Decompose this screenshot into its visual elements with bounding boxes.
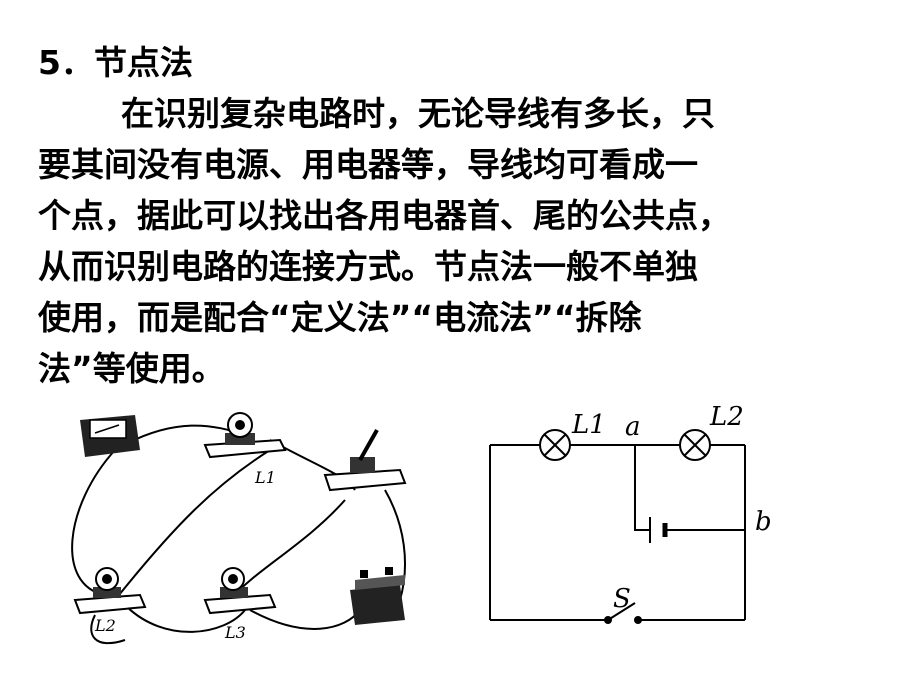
- wire: [71, 449, 116, 596]
- switch-symbol-icon: [604, 602, 642, 624]
- wire: [124, 604, 246, 633]
- section-heading: 5．节点法: [38, 43, 193, 82]
- paragraph: 在识别复杂电路时，无论导线有多长，只 要其间没有电源、用电器等，导线均可看成一 …: [38, 88, 848, 394]
- wire: [90, 614, 126, 645]
- label-b: b: [755, 507, 772, 537]
- paragraph-line: 个点，据此可以找出各用电器首、尾的公共点，: [38, 196, 731, 235]
- physical-circuit-figure: L1 L2 L3: [71, 412, 407, 645]
- bulb-l1-icon: [203, 412, 287, 459]
- ammeter-icon: [80, 415, 140, 457]
- schematic-circuit-figure: L1 L2 a b S: [489, 402, 772, 624]
- label-l2: L2: [94, 616, 116, 635]
- lamp-l2-icon: [679, 429, 711, 461]
- wire: [114, 449, 271, 601]
- label-l2: L2: [709, 402, 744, 432]
- wire: [249, 609, 361, 630]
- paragraph-line: 使用，而是配合“定义法”“电流法”“拆除: [38, 298, 642, 337]
- battery-icon: [350, 567, 405, 625]
- battery-symbol-icon: [649, 517, 668, 543]
- wire: [384, 489, 406, 601]
- paragraph-line: 在识别复杂电路时，无论导线有多长，只: [121, 94, 715, 133]
- paragraph-line: 法”等使用。: [38, 349, 225, 388]
- paragraph-line: 要其间没有电源、用电器等，导线均可看成一: [38, 145, 698, 184]
- paragraph-line: 从而识别电路的连接方式。节点法一般不单独: [38, 247, 698, 286]
- label-l1: L1: [254, 468, 276, 487]
- bulb-l2-icon: [73, 567, 147, 615]
- lamp-l1-icon: [539, 429, 571, 461]
- wire: [634, 445, 650, 531]
- text-block: 5．节点法 在识别复杂电路时，无论导线有多长，只 要其间没有电源、用电器等，导线…: [38, 38, 848, 394]
- label-l3: L3: [224, 623, 246, 642]
- switch-icon: [323, 429, 407, 492]
- label-s: S: [613, 584, 631, 614]
- label-a: a: [625, 412, 641, 442]
- label-l1: L1: [571, 410, 606, 440]
- wire: [229, 499, 346, 601]
- bulb-l3-icon: [203, 567, 277, 615]
